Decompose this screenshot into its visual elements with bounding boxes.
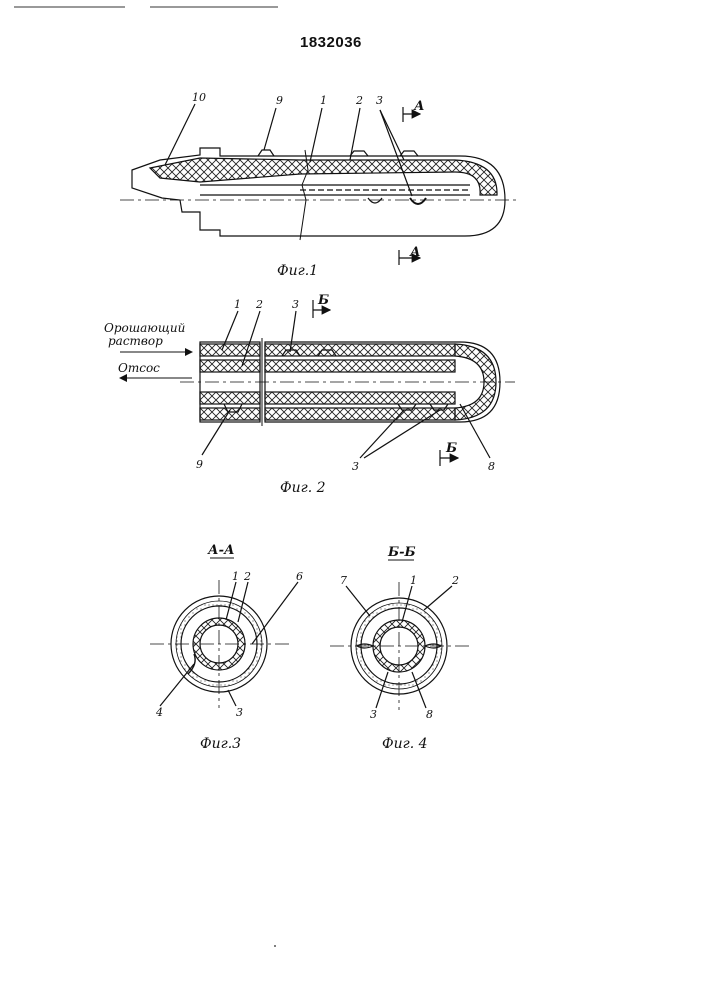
scan-speck <box>274 945 276 947</box>
fig2-label-3-bottom: 3 <box>352 460 359 473</box>
fig3-caption: Фиг.3 <box>200 736 241 752</box>
fig2-caption: Фиг. 2 <box>280 480 326 496</box>
fig4-caption: Фиг. 4 <box>382 736 428 752</box>
fig2-label-9: 9 <box>196 458 203 471</box>
fig1-label-3: 3 <box>376 94 383 107</box>
fig4-label-8: 8 <box>426 708 433 721</box>
fig4-label-3: 3 <box>370 708 377 721</box>
fig3-label-6: 6 <box>296 570 303 583</box>
fig2-label-8: 8 <box>488 460 495 473</box>
fig2-section-marker-bottom: Б <box>445 441 457 456</box>
fig2-label-1: 1 <box>234 298 241 311</box>
fig1-label-9: 9 <box>276 94 283 107</box>
fig1-section-marker-bottom: А <box>409 245 421 260</box>
fig3-section-title: А-А <box>207 543 235 558</box>
figure-1 <box>120 104 520 265</box>
fig3-label-3: 3 <box>236 706 243 719</box>
fig1-caption: Фиг.1 <box>277 263 318 279</box>
fig2-flow-out-label: Отсос <box>118 361 160 375</box>
fig2-flow-in-label-line2: раствор <box>108 334 163 348</box>
fig1-label-1: 1 <box>320 94 327 107</box>
fig4-label-7: 7 <box>340 574 347 587</box>
fig4-section-title: Б-Б <box>387 545 416 560</box>
figure-4 <box>330 560 470 710</box>
figure-3 <box>150 558 298 708</box>
fig3-label-1: 1 <box>232 570 239 583</box>
fig1-label-10: 10 <box>192 91 206 104</box>
fig4-label-1: 1 <box>410 574 417 587</box>
fig3-label-2: 2 <box>243 570 251 583</box>
fig2-label-2: 2 <box>255 298 263 311</box>
fig2-label-3: 3 <box>292 298 299 311</box>
fig2-section-marker-top: Б <box>317 293 329 308</box>
fig1-label-2: 2 <box>355 94 363 107</box>
fig2-flow-in-label-line1: Орошающий <box>104 321 185 335</box>
fig1-section-marker-top: А <box>413 99 425 114</box>
fig4-label-2: 2 <box>451 574 459 587</box>
fig3-label-4: 4 <box>155 706 163 719</box>
